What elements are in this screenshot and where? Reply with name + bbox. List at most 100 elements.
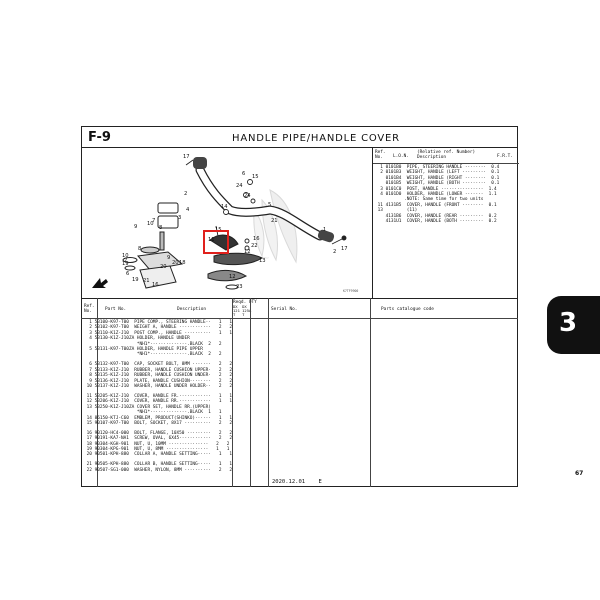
callout-number: 10 xyxy=(122,253,129,259)
table-row: 15 90107-K97-T00 BOLT, SOCKET, 8X17 ····… xyxy=(84,420,233,426)
parts-header-rule xyxy=(81,318,518,319)
ref-col-desc: (Relative ref. Number) Description xyxy=(417,150,476,161)
figure-title: HANDLE PIPE/HANDLE COVER xyxy=(232,133,400,144)
chapter-tab-label: 3 xyxy=(559,308,578,338)
table-row: 9 53136-K1Z-J10 PLATE, HANDLE CUSHION···… xyxy=(84,378,233,384)
table-row: 2 53102-K97-T00 WEIGHT A, HANDLE ·······… xyxy=(84,325,233,331)
parts-col-desc: Description xyxy=(177,307,207,312)
highlight-box xyxy=(203,230,229,254)
table-row: 18 90304-KGH-901 NUT, U, 10MM ··········… xyxy=(84,441,230,447)
parts-group: 6 53132-K97-T00 CAP, SOCKET BOLT, 8MM ··… xyxy=(84,362,232,389)
ref-row: 13 (11) xyxy=(375,208,418,214)
handle-weight-right xyxy=(317,229,335,243)
callout-number: 12 xyxy=(229,274,236,280)
table-row: 21 90505-KPH-880 COLLAR B, HANDLE SETTIN… xyxy=(84,462,233,468)
handle-pipe xyxy=(193,157,335,243)
col-sep-4 xyxy=(268,298,269,487)
callout-number: 10 xyxy=(147,221,154,227)
diagram-divider xyxy=(81,298,518,299)
footer: 2020.12.01 E xyxy=(272,479,322,485)
figure-frame xyxy=(81,126,518,487)
front-arrow-icon xyxy=(92,278,108,288)
callout-number: 2 xyxy=(184,191,187,197)
table-row: 6 53132-K97-T00 CAP, SOCKET BOLT, 8MM ··… xyxy=(84,362,233,368)
callout-number: 8 xyxy=(138,246,141,252)
table-row: *NH1*··············.BLACK 2 2 xyxy=(84,341,222,347)
table-row: 16 90120-HC4-000 BOLT, FLANGE, 10X50 ···… xyxy=(84,430,233,436)
parts-col-catalogue: Parts catalogue code xyxy=(381,307,434,312)
figure-code: F-9 xyxy=(88,130,111,145)
table-row: 7 53133-K1Z-J10 RUBBER, HANDLE CUSHION U… xyxy=(84,367,233,373)
callout-number: 16 xyxy=(152,282,159,288)
ref-row: 1 0101B0 PIPE, STEERING HANDLE ········ … xyxy=(375,165,500,170)
callout-number: 12 xyxy=(244,249,251,255)
callout-number: 16 xyxy=(253,236,260,242)
callout-number: 5 xyxy=(268,202,271,208)
hardware-bolts xyxy=(185,159,347,251)
ref-col-lon: L.O.N. xyxy=(393,154,409,159)
callout-number: 19 xyxy=(122,261,129,267)
table-row: 14 86150-KTJ-C60 EMBLEM, PRODUCT(SHINKO)… xyxy=(84,415,233,421)
parts-col-serial: Serial No. xyxy=(271,307,298,312)
table-row: 10 53137-K1Z-J10 WASHER, HANDLE UNDER HO… xyxy=(84,383,233,389)
table-row: 12 53206-K1Z-J10 COVER, HANDLE RR.······… xyxy=(84,399,233,405)
callout-number: 15 xyxy=(252,174,259,180)
col-sep-1 xyxy=(97,298,98,487)
parts-group: 21 90505-KPH-880 COLLAR B, HANDLE SETTIN… xyxy=(84,462,232,473)
handle-weight-left xyxy=(193,157,207,169)
ref-row: 4131B6 COVER, HANDLE (REAR ········· 0.2 xyxy=(375,213,497,219)
ref-row: 4 0101D0 HOLDER, HANDLE (LOWER ······· 1… xyxy=(375,192,497,198)
ref-row: 3 0101C0 POST, HANDLE ················ 1… xyxy=(375,186,497,192)
callout-number: 24 xyxy=(244,193,251,199)
page-number: 67 xyxy=(575,470,584,477)
parts-group: 16 90120-HC4-000 BOLT, FLANGE, 10X50 ···… xyxy=(84,431,232,458)
honda-wing-watermark xyxy=(253,189,298,264)
callout-number: 18 xyxy=(179,260,186,266)
parts-group: 1 53100-K97-T00 PIPE COMP., STEERING HAN… xyxy=(84,320,232,358)
parts-table-header: Ref. No. Part No. Description Reqd. QTY … xyxy=(81,298,518,318)
callout-number: 24 xyxy=(236,183,243,189)
table-row: 20 90501-KPH-880 COLLAR A, HANDLE SETTIN… xyxy=(84,452,233,458)
table-row: 5 53131-K97-T00ZA HOLDER, HANDLE PIPE UP… xyxy=(84,347,203,353)
col-sep-2 xyxy=(232,298,233,487)
chapter-tab[interactable]: 3 xyxy=(547,296,600,354)
callout-number: 19 xyxy=(132,277,139,283)
callout-number: 23 xyxy=(236,284,243,290)
callout-number: 14 xyxy=(221,204,228,210)
callout-number: 7 xyxy=(124,258,127,264)
ref-row: 11 4131B5 COVER, HANDLE (FRONT ········ … xyxy=(375,202,497,208)
callout-number: 20 xyxy=(172,260,179,266)
ref-table: Ref. No. L.O.N. (Relative ref. Number) D… xyxy=(372,148,519,298)
callout-number: 21 xyxy=(271,218,278,224)
parts-group: 11 53205-K1Z-J10 COVER, HANDLE FR.······… xyxy=(84,394,232,426)
diagram-code: K7TF9900 xyxy=(343,289,358,293)
callout-number: 7 xyxy=(152,218,155,224)
callout-number: 6 xyxy=(126,271,129,277)
col-sep-5 xyxy=(370,298,371,487)
honda-wing-watermark-glyph: ~ xyxy=(262,251,269,265)
parts-rows: 1 53100-K97-T00 PIPE COMP., STEERING HAN… xyxy=(84,320,232,478)
callout-number: 17 xyxy=(341,246,348,252)
parts-col-part: Part No. xyxy=(105,307,127,312)
callout-number: 1 xyxy=(323,227,326,233)
col-sep-3 xyxy=(250,298,251,487)
ref-row: 0101B4 WEIGHT, HANDLE (RIGHT ········ 0.… xyxy=(375,175,500,181)
ref-col-frt: F.R.T. xyxy=(497,154,513,159)
callout-number: 6 xyxy=(242,171,245,177)
ref-rows: 1 0101B0 PIPE, STEERING HANDLE ········ … xyxy=(375,165,500,224)
callout-number: 2 xyxy=(333,249,336,255)
parts-col-reqd: Reqd. QTY xyxy=(233,300,257,305)
table-row: *NH1*··············.BLACK 1 1 xyxy=(84,410,222,416)
footer-date: 2020.12.01 xyxy=(272,479,306,485)
parts-col-ref: Ref. No. xyxy=(84,304,95,315)
ref-row: 0101B5 WEIGHT, HANDLE (BOTH ········· 0.… xyxy=(375,181,500,187)
callout-number: 21 xyxy=(143,278,150,284)
callout-number: 11 xyxy=(208,237,215,243)
callout-number: 4 xyxy=(186,207,190,213)
table-row: 3 53110-K1Z-J10 POST COMP., HANDLE ·····… xyxy=(84,330,233,336)
table-row: 11 53205-K1Z-J10 COVER, HANDLE FR.······… xyxy=(84,393,233,399)
callout-number: 20 xyxy=(160,264,167,270)
table-row: 17 90191-KA7-NA1 SCREW, OVAL, 6X45······… xyxy=(84,436,233,442)
